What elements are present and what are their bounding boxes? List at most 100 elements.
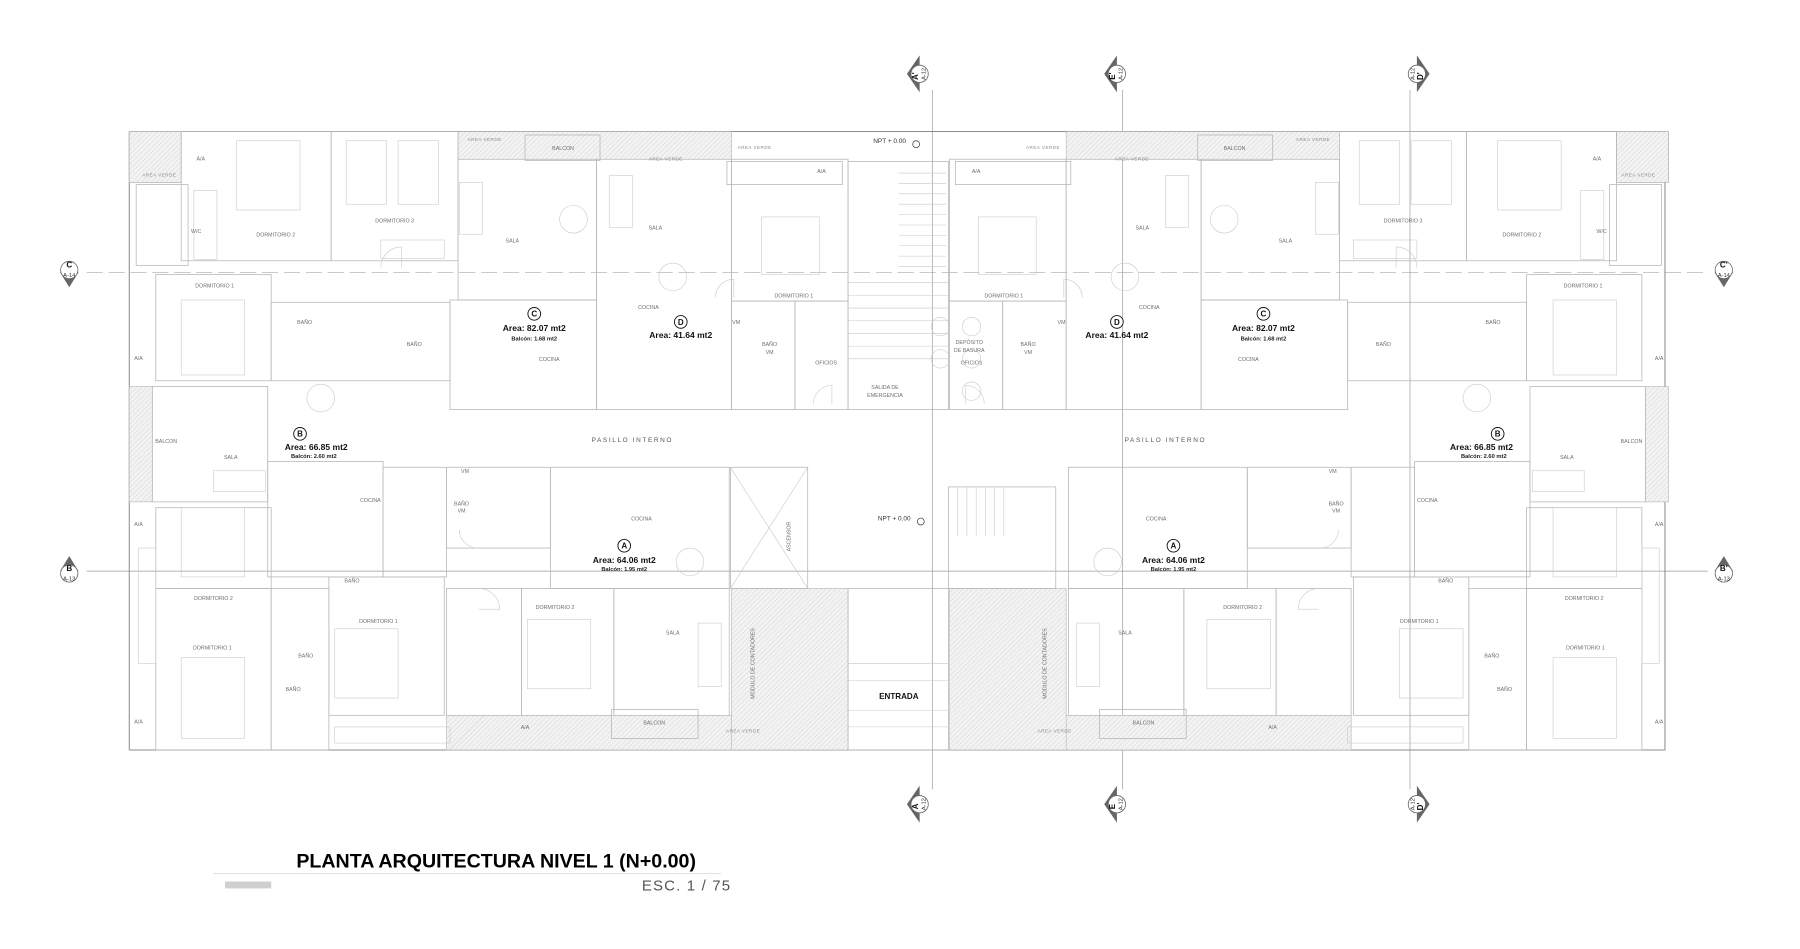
unit-area: Area: 64.06 mt2 bbox=[1142, 555, 1205, 565]
section-letter: D' bbox=[1416, 72, 1425, 80]
unit-d-tag: D Area: 41.64 mt2 bbox=[649, 315, 713, 340]
right-label-vm: VM bbox=[1332, 508, 1340, 514]
right-label-bano: BAÑO bbox=[1484, 653, 1499, 660]
label-entrada: ENTRADA bbox=[879, 692, 919, 701]
section-letter: D' bbox=[1416, 803, 1425, 811]
label-area-verde: AREA VERDE bbox=[738, 145, 772, 150]
label-pasillo-interno: PASILLO INTERNO bbox=[592, 437, 673, 444]
label-deposito-basura: DE BASURA bbox=[954, 348, 985, 354]
label-aa: A/A bbox=[134, 356, 143, 362]
label-salida: SALIDA DE bbox=[871, 385, 899, 391]
section-letter: B bbox=[66, 564, 72, 573]
label-bano: BAÑO bbox=[407, 341, 422, 348]
unit-letter: A bbox=[1171, 542, 1177, 551]
label-bano: BAÑO bbox=[286, 686, 301, 693]
right-label-oficios: OFICIOS bbox=[961, 361, 983, 367]
right-unit-c-tag: C Area: 82.07 mt2 Balcón: 1.68 mt2 bbox=[1232, 307, 1295, 342]
center-core: ASCENSOR MODULO DE CONTADORES DEPÓSITO D… bbox=[729, 138, 1057, 751]
unit-area: Area: 82.07 mt2 bbox=[503, 323, 566, 333]
label-aa: A/A bbox=[817, 169, 826, 175]
label-area-verde: AREA VERDE bbox=[468, 137, 502, 142]
label-sala: SALA bbox=[649, 226, 663, 232]
label-sala: SALA bbox=[666, 631, 680, 637]
right-label-vm: VM bbox=[1024, 350, 1032, 356]
right-label-sala: SALA bbox=[1279, 238, 1293, 244]
right-label-sala: SALA bbox=[1118, 631, 1132, 637]
unit-balcony: Balcón: 2.60 mt2 bbox=[291, 454, 337, 460]
elevator bbox=[729, 466, 809, 589]
label-modulo-contadores: MODULO DE CONTADORES bbox=[751, 628, 757, 699]
building-outline bbox=[128, 131, 1666, 751]
balcony-bottom bbox=[611, 709, 699, 739]
unit-a-tag: A Area: 64.06 mt2 Balcón: 1.95 mt2 bbox=[593, 538, 656, 573]
section-letter: A bbox=[911, 803, 920, 809]
label-bano: BAÑO bbox=[297, 319, 312, 326]
balcony-hatch-left bbox=[128, 386, 153, 503]
section-sheet: A-12 bbox=[921, 798, 927, 810]
right-label-balcon: BALCON bbox=[1224, 146, 1246, 152]
right-balcony-bottom bbox=[1099, 709, 1187, 739]
label-bano: BAÑO bbox=[762, 341, 777, 348]
right-label-aa: A/A bbox=[972, 169, 981, 175]
unit-area: Area: 41.64 mt2 bbox=[649, 330, 712, 340]
unit-letter: D bbox=[678, 318, 684, 327]
left-wing: AREA VERDE A/A W/C DORMITORIO 2 DORMITOR… bbox=[128, 131, 849, 751]
label-cocina: COCINA bbox=[539, 357, 560, 363]
label-sala: SALA bbox=[506, 238, 520, 244]
label-bano: BAÑO bbox=[298, 653, 313, 660]
label-balcon: BALCON bbox=[155, 439, 177, 445]
title-block: PLANTA ARQUITECTURA NIVEL 1 (N+0.00) ESC… bbox=[213, 851, 730, 895]
section-marker-e-top: E' A-12 bbox=[1104, 55, 1126, 93]
section-sheet: A-12 bbox=[1119, 68, 1125, 80]
section-sheet: A-12 bbox=[921, 68, 927, 80]
section-marker-c-left: C A-14 bbox=[60, 261, 79, 288]
right-label-bano: BAÑO bbox=[1497, 686, 1512, 693]
right-unit-d-tag: D Area: 41.64 mt2 bbox=[1085, 315, 1149, 340]
right-label-bano: BAÑO bbox=[1486, 319, 1501, 326]
unit-letter: C bbox=[1261, 310, 1267, 319]
stairs-lower bbox=[948, 486, 1057, 589]
right-label-aa: A/A bbox=[1655, 719, 1664, 725]
right-label-dormitorio-2: DORMITORIO 2 bbox=[1223, 605, 1262, 611]
label-sala: SALA bbox=[224, 455, 238, 461]
right-label-dormitorio-3: DORMITORIO 3 bbox=[1384, 219, 1423, 225]
section-sheet: A-12 bbox=[1411, 798, 1417, 810]
balcony-top bbox=[524, 134, 601, 161]
unit-letter: C bbox=[531, 310, 537, 319]
label-vm: VM bbox=[458, 508, 466, 514]
section-letter: E' bbox=[1108, 72, 1117, 79]
right-label-dormitorio-2: DORMITORIO 2 bbox=[1565, 596, 1604, 602]
unit-letter: B bbox=[1495, 430, 1501, 439]
label-dormitorio-1: DORMITORIO 1 bbox=[359, 619, 398, 625]
right-label-cocina: COCINA bbox=[1417, 498, 1438, 504]
right-label-dormitorio-1: DORMITORIO 1 bbox=[1400, 619, 1439, 625]
label-dormitorio-3: DORMITORIO 3 bbox=[375, 219, 414, 225]
entrance bbox=[847, 588, 949, 751]
area-verde-planter bbox=[128, 131, 182, 183]
area-verde-garden bbox=[731, 588, 849, 751]
label-dormitorio-2: DORMITORIO 2 bbox=[536, 605, 575, 611]
right-label-bano: BAÑO bbox=[1376, 341, 1391, 348]
right-label-aa: A/A bbox=[1268, 725, 1277, 731]
right-label-vm: VM bbox=[1058, 320, 1066, 326]
right-label-dormitorio-1: DORMITORIO 1 bbox=[1566, 646, 1605, 652]
section-marker-d-top: A-12 D' bbox=[1407, 55, 1430, 93]
right-area-verde-top bbox=[1065, 131, 1340, 160]
label-balcon: BALCON bbox=[552, 146, 574, 152]
right-label-sala: SALA bbox=[1560, 455, 1574, 461]
section-marker-b-right: B' A-13 bbox=[1714, 556, 1734, 583]
right-label-cocina: COCINA bbox=[1146, 516, 1167, 522]
area-verde-top bbox=[457, 131, 732, 160]
right-label-dormitorio-1: DORMITORIO 1 bbox=[1564, 283, 1603, 289]
unit-letter: B bbox=[297, 430, 303, 439]
right-label-dormitorio-2: DORMITORIO 2 bbox=[1503, 233, 1542, 239]
stairs bbox=[847, 161, 949, 411]
right-area-verde-garden bbox=[949, 588, 1067, 751]
drawing-title: PLANTA ARQUITECTURA NIVEL 1 (N+0.00) bbox=[296, 851, 696, 873]
right-balcony-hatch-left bbox=[1645, 386, 1669, 503]
unit-balcony: Balcón: 1.68 mt2 bbox=[511, 336, 557, 342]
right-label-wc: W/C bbox=[1596, 229, 1606, 235]
section-sheet: A-13 bbox=[63, 576, 75, 582]
label-vm: VM bbox=[766, 350, 774, 356]
